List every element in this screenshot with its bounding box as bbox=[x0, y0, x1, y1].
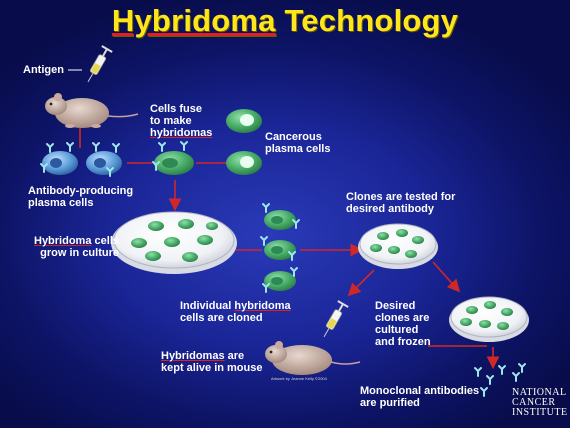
label-grow-in-culture: Hybridoma cells grow in culture bbox=[34, 235, 119, 259]
nci-logo: NATIONAL CANCER INSTITUTE bbox=[512, 388, 568, 418]
label-kept-are: are bbox=[224, 350, 245, 362]
fused-hybridoma-cell bbox=[152, 141, 194, 175]
label-antibody-producing: Antibody-producing plasma cells bbox=[28, 185, 133, 209]
label-grow-line2: grow in culture bbox=[40, 247, 119, 259]
label-cells-fuse-line3: hybridomas bbox=[150, 127, 213, 139]
label-individual-line2: cells are cloned bbox=[180, 312, 263, 324]
title-technology: Technology bbox=[275, 3, 459, 38]
slide-title: Hybridoma Technology bbox=[0, 3, 570, 39]
label-antibody-producing-line2: plasma cells bbox=[28, 197, 94, 209]
label-cells-fuse-line2: to make bbox=[150, 115, 192, 127]
label-antibody-producing-line1: Antibody-producing bbox=[28, 185, 134, 197]
label-desired-line2: clones are bbox=[375, 312, 430, 324]
label-antigen: Antigen bbox=[23, 64, 64, 76]
label-individual-cloned: Individual hybridoma cells are cloned bbox=[180, 300, 291, 324]
culture-dish bbox=[111, 211, 237, 274]
label-cancerous-line1: Cancerous bbox=[265, 131, 322, 143]
label-desired-clones: Desired clones are cultured and frozen bbox=[375, 300, 431, 348]
plasma-cells bbox=[40, 142, 122, 177]
cancerous-plasma-cells bbox=[226, 109, 262, 175]
cloned-cells bbox=[260, 203, 300, 293]
label-purified: Monoclonal antibodies are purified bbox=[360, 385, 479, 409]
label-grow-hybridoma: Hybridoma bbox=[34, 235, 92, 247]
label-cancerous: Cancerous plasma cells bbox=[265, 131, 330, 155]
label-grow-cells: cells bbox=[91, 235, 119, 247]
connector-lines bbox=[79, 128, 500, 370]
label-individual-prefix: Individual bbox=[180, 300, 235, 312]
nci-logo-line1: NATIONAL bbox=[512, 387, 567, 398]
title-hybridoma: Hybridoma bbox=[111, 3, 276, 38]
testing-dish bbox=[358, 223, 438, 269]
label-purified-line1: Monoclonal antibodies bbox=[360, 385, 480, 397]
nci-logo-line3: INSTITUTE bbox=[512, 407, 568, 418]
label-cells-fuse-line1: Cells fuse bbox=[150, 103, 202, 115]
label-desired-line1: Desired bbox=[375, 300, 416, 312]
label-clones-tested-line1: Clones are tested for bbox=[346, 191, 456, 203]
label-clones-tested: Clones are tested for desired antibody bbox=[346, 191, 455, 215]
syringe-icon bbox=[82, 44, 114, 86]
label-cancerous-line2: plasma cells bbox=[265, 143, 331, 155]
mouse-top bbox=[45, 93, 139, 128]
label-kept-in-mouse: Hybridomas are kept alive in mouse bbox=[161, 350, 262, 374]
label-desired-line3: cultured bbox=[375, 324, 419, 336]
nci-logo-line2: CANCER bbox=[512, 397, 556, 408]
label-desired-line4: and frozen bbox=[375, 336, 431, 348]
label-purified-line2: are purified bbox=[360, 397, 420, 409]
label-kept-line2: kept alive in mouse bbox=[161, 362, 263, 374]
syringe-icon-bottom bbox=[318, 299, 350, 341]
artwork-credit: Artwork by Jeanne Kelly ©2004 bbox=[271, 376, 327, 381]
mouse-bottom bbox=[265, 341, 361, 375]
label-clones-tested-line2: desired antibody bbox=[346, 203, 435, 215]
frozen-clones-dish bbox=[449, 296, 529, 342]
label-cells-fuse: Cells fuse to make hybridomas bbox=[150, 103, 212, 139]
label-kept-hybridomas: Hybridomas bbox=[161, 350, 225, 362]
label-individual-hybridoma: hybridoma bbox=[234, 300, 291, 312]
